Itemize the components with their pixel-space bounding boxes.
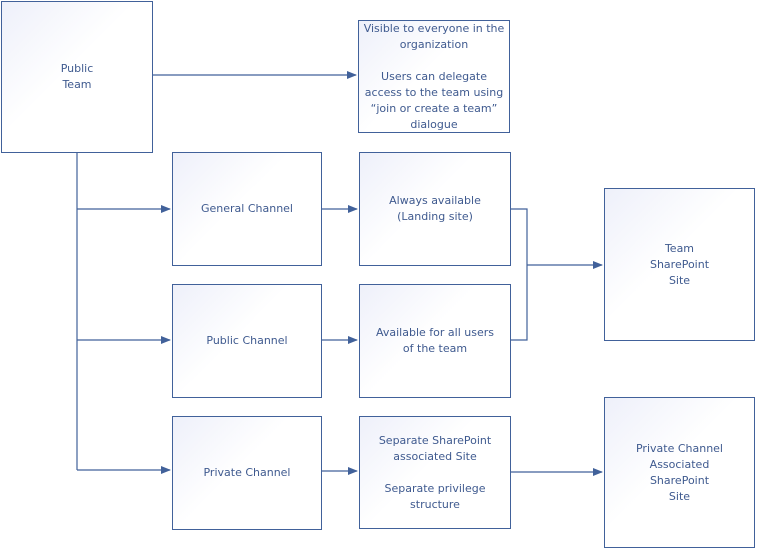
private-channel-site-box: Private Channel Associated SharePoint Si… (604, 397, 755, 548)
public-info-label: Available for all users of the team (376, 326, 494, 355)
team-sharepoint-site-box: Team SharePoint Site (604, 188, 755, 341)
private-info-box: Separate SharePoint associated Site Sepa… (359, 416, 511, 529)
general-info-label: Always available (Landing site) (389, 194, 481, 223)
public-channel-label: Public Channel (206, 334, 288, 347)
team-info-label: Visible to everyone in the organization … (363, 21, 505, 131)
private-channel-site-label: Private Channel Associated SharePoint Si… (635, 441, 723, 503)
public-channel-box: Public Channel (172, 284, 322, 398)
public-info-box: Available for all users of the team (359, 284, 511, 398)
bracket-general-public (510, 208, 528, 341)
general-channel-label: General Channel (200, 202, 293, 215)
private-channel-label: Private Channel (203, 466, 291, 479)
team-info-box: Visible to everyone in the organization … (358, 20, 510, 133)
general-channel-box: General Channel (172, 152, 322, 266)
private-channel-box: Private Channel (172, 416, 322, 530)
general-info-box: Always available (Landing site) (359, 152, 511, 266)
team-sharepoint-site-label: Team SharePoint Site (649, 241, 710, 287)
public-team-box: Public Team (1, 1, 153, 153)
public-team-label: Public Team (60, 62, 94, 91)
private-info-label: Separate SharePoint associated Site Sepa… (378, 433, 492, 511)
